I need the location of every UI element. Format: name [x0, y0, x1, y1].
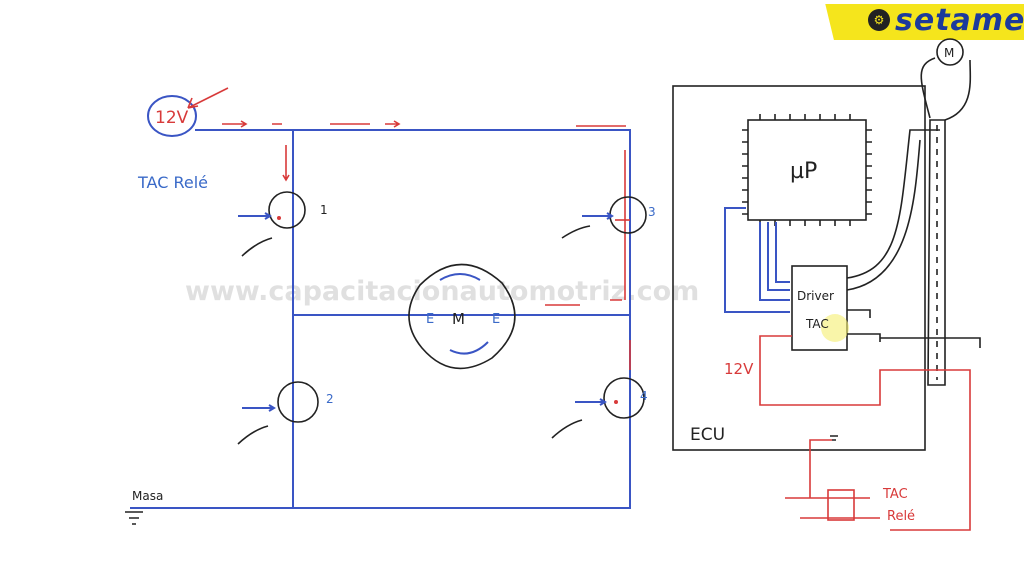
motor-wires: [920, 57, 972, 121]
motor-terminal-left: E: [426, 312, 434, 327]
arrow-icon: [187, 87, 229, 109]
relay-switch: [827, 489, 855, 521]
transistor-4: 4: [551, 377, 648, 439]
transistor-3: 3: [561, 196, 656, 239]
supply-12v-label: 12V: [155, 108, 189, 128]
current-flow-arrows: [222, 120, 631, 370]
gauge-car-icon: ⚙: [868, 9, 890, 31]
transistor-1: 1: [238, 191, 328, 257]
brand-logo-text: setame: [895, 3, 1024, 38]
relay-wiring: [785, 439, 880, 519]
relay-label-line1: TAC: [882, 487, 908, 502]
ground-icon: [830, 435, 838, 441]
bus-lines: [724, 207, 790, 313]
watermark: www.capacitacionautomotriz.com: [185, 276, 699, 307]
ecu-label: ECU: [690, 425, 725, 445]
ground-label: Masa: [132, 489, 163, 503]
supply-12v-circle: [147, 95, 197, 137]
microprocessor-label: µP: [790, 159, 817, 184]
motor-label: M: [452, 310, 465, 328]
microprocessor-chip: µP: [742, 114, 872, 226]
ecu-motor: [936, 38, 964, 66]
brand-banner: [825, 4, 1024, 40]
motor-terminal-right: E: [492, 312, 500, 327]
transistor-3-label: 3: [648, 205, 656, 219]
driver-chip: Driver TAC: [791, 265, 849, 351]
driver-outputs: [846, 119, 981, 386]
transistor-2: 2: [237, 381, 334, 445]
motor: M E E: [408, 263, 516, 370]
ecu-12v-label: 12V: [724, 360, 754, 378]
transistor-2-label: 2: [326, 392, 334, 406]
ecu-box: ECU: [672, 85, 926, 451]
transistor-4-label: 4: [640, 389, 648, 403]
ground-icon: [125, 511, 143, 525]
relay-label: TAC Relé: [137, 173, 208, 192]
supply-loop: [759, 335, 971, 531]
transistor-1-label: 1: [320, 203, 328, 217]
driver-label: Driver: [797, 289, 834, 303]
ecu-motor-label: M: [944, 46, 954, 60]
relay-label-line2: Relé: [887, 509, 915, 524]
tac-label: TAC: [805, 317, 829, 331]
